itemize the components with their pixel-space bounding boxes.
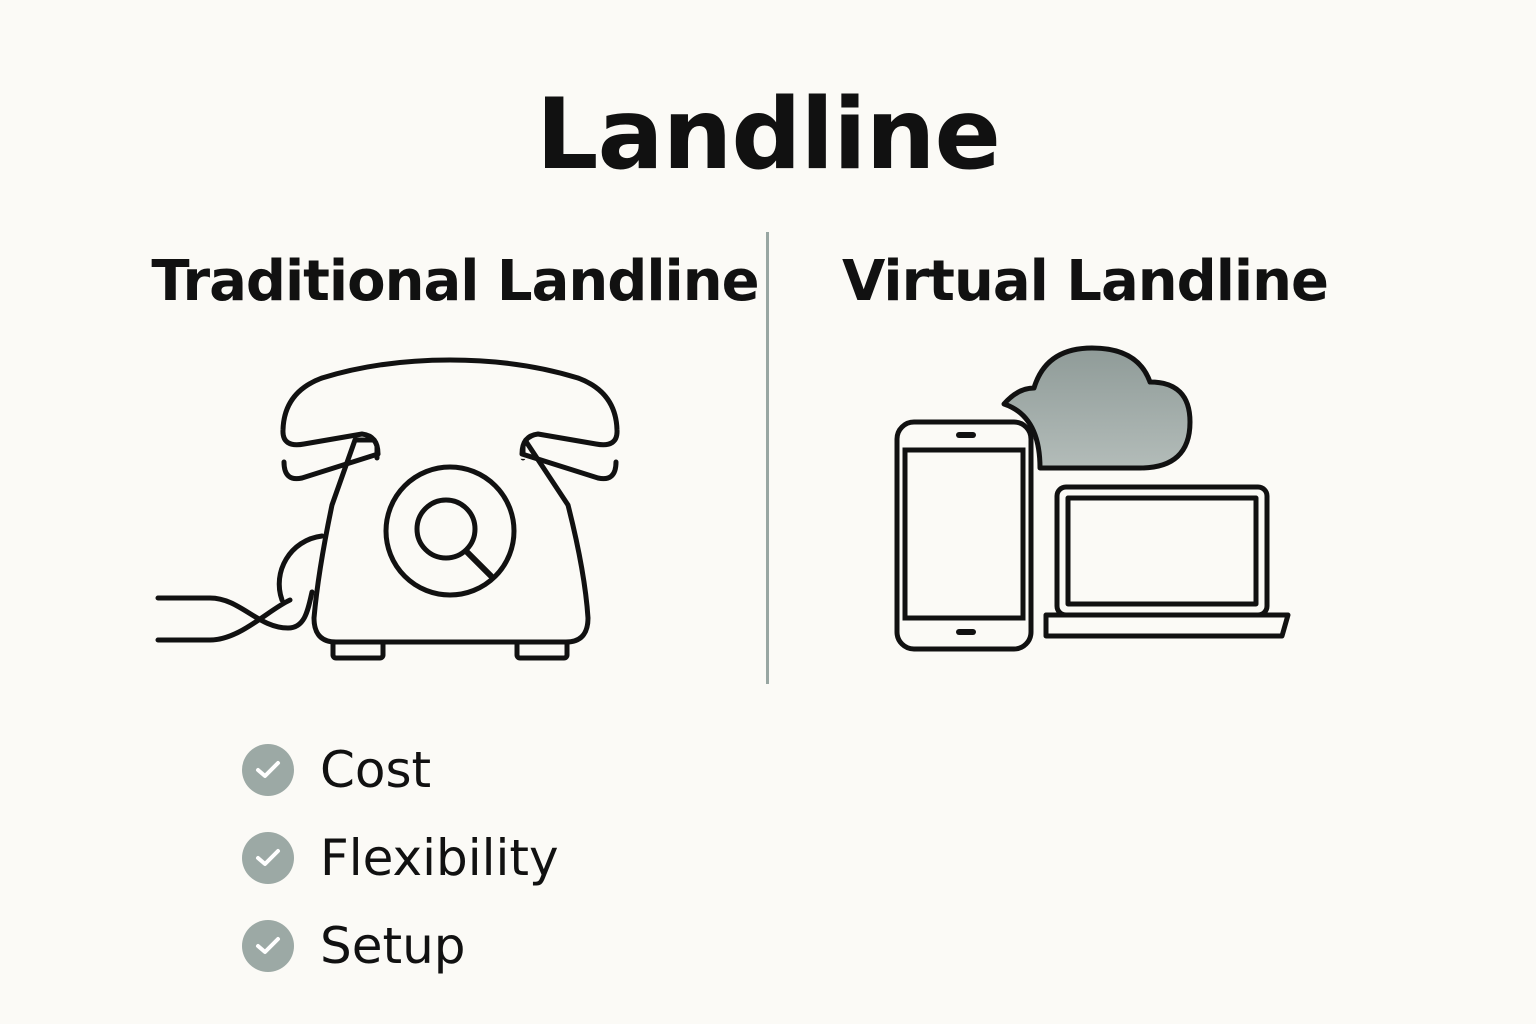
smartphone-icon [894, 419, 1034, 652]
virtual-landline-title: Virtual Landline [842, 249, 1329, 314]
traditional-landline-title: Traditional Landline [151, 249, 759, 314]
feature-label: Flexibility [320, 829, 559, 887]
cloud-icon [1001, 345, 1193, 471]
rotary-phone-icon [155, 357, 620, 661]
main-title: Landline [536, 78, 1001, 192]
feature-label: Cost [320, 741, 432, 799]
check-icon [242, 832, 294, 884]
laptop-icon [1043, 484, 1291, 639]
check-icon [242, 744, 294, 796]
feature-list: Cost Flexibility Setup [242, 726, 559, 990]
check-icon [242, 920, 294, 972]
feature-label: Setup [320, 917, 466, 975]
feature-item-setup: Setup [242, 902, 559, 990]
feature-item-flexibility: Flexibility [242, 814, 559, 902]
column-divider [766, 232, 769, 684]
feature-item-cost: Cost [242, 726, 559, 814]
